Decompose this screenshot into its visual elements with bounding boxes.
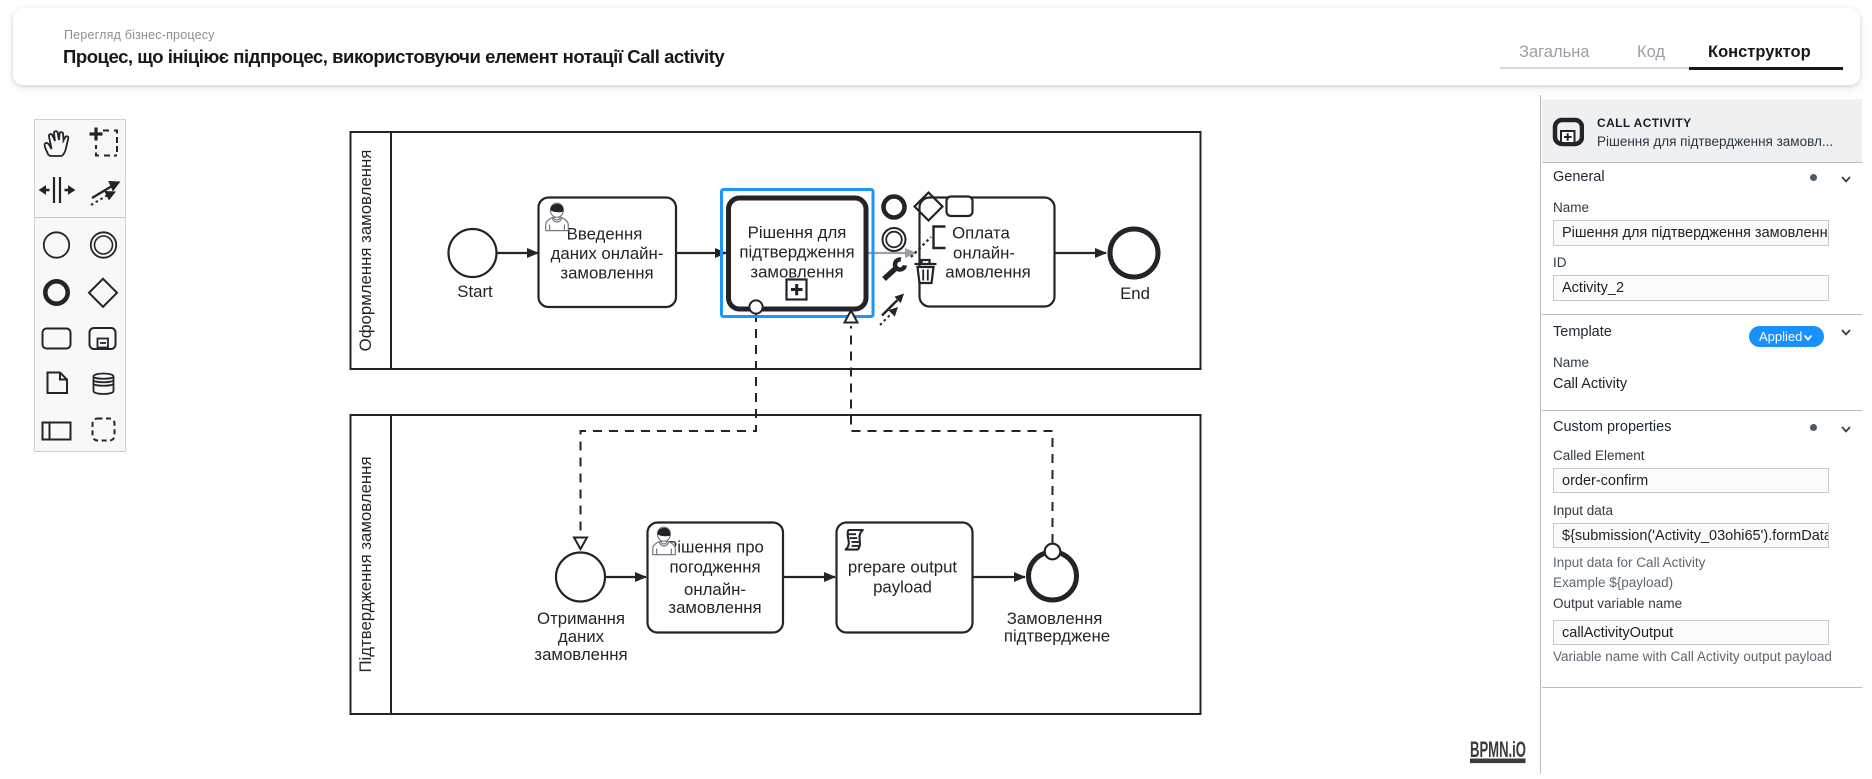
svg-text:prepare output: prepare output <box>848 558 957 577</box>
svg-text:Рішення про: Рішення про <box>666 538 764 557</box>
svg-text:замовлення: замовлення <box>534 645 627 664</box>
svg-text:Підтвердження замовлення: Підтвердження замовлення <box>356 456 375 672</box>
svg-text:Оформлення замовлення: Оформлення замовлення <box>356 150 375 352</box>
svg-text:Замовлення: Замовлення <box>1007 609 1103 628</box>
svg-text:онлайн-: онлайн- <box>953 244 1015 263</box>
svg-text:замовлення: замовлення <box>750 263 843 282</box>
svg-text:амовлення: амовлення <box>945 263 1030 282</box>
svg-text:даних: даних <box>558 627 605 646</box>
svg-text:Рішення для: Рішення для <box>748 223 847 242</box>
svg-text:підтверджене: підтверджене <box>1004 627 1110 646</box>
svg-text:Введення: Введення <box>567 225 643 244</box>
svg-text:Start: Start <box>457 282 493 301</box>
svg-text:End: End <box>1120 284 1150 303</box>
svg-text:онлайн-: онлайн- <box>684 580 746 599</box>
svg-text:підтвердження: підтвердження <box>739 243 854 262</box>
svg-text:замовлення: замовлення <box>668 598 761 617</box>
svg-text:даних онлайн-: даних онлайн- <box>551 244 664 263</box>
svg-text:Оплата: Оплата <box>952 224 1010 243</box>
svg-text:замовлення: замовлення <box>560 264 653 283</box>
svg-text:Отримання: Отримання <box>537 609 625 628</box>
svg-text:погодження: погодження <box>669 558 760 577</box>
svg-text:BPMN.iO: BPMN.iO <box>1470 737 1526 762</box>
svg-text:payload: payload <box>873 578 932 597</box>
